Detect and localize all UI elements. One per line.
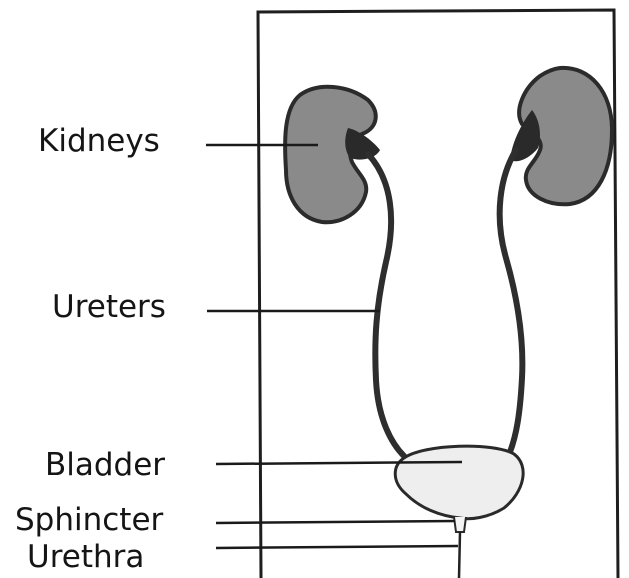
right-ureter: [500, 150, 523, 452]
urethra-leader-line: [216, 546, 458, 548]
left-ureter: [368, 154, 404, 456]
urethra: [459, 532, 460, 578]
sphincter-label: Sphincter: [15, 505, 163, 536]
bladder-label: Bladder: [45, 450, 165, 481]
sphincter-leader-line: [216, 521, 455, 523]
sphincter: [454, 517, 466, 532]
right-kidney: [510, 68, 612, 204]
kidneys-label: Kidneys: [38, 126, 160, 157]
ureters-label: Ureters: [52, 292, 166, 323]
bladder: [395, 446, 523, 519]
urethra-label: Urethra: [27, 542, 144, 573]
